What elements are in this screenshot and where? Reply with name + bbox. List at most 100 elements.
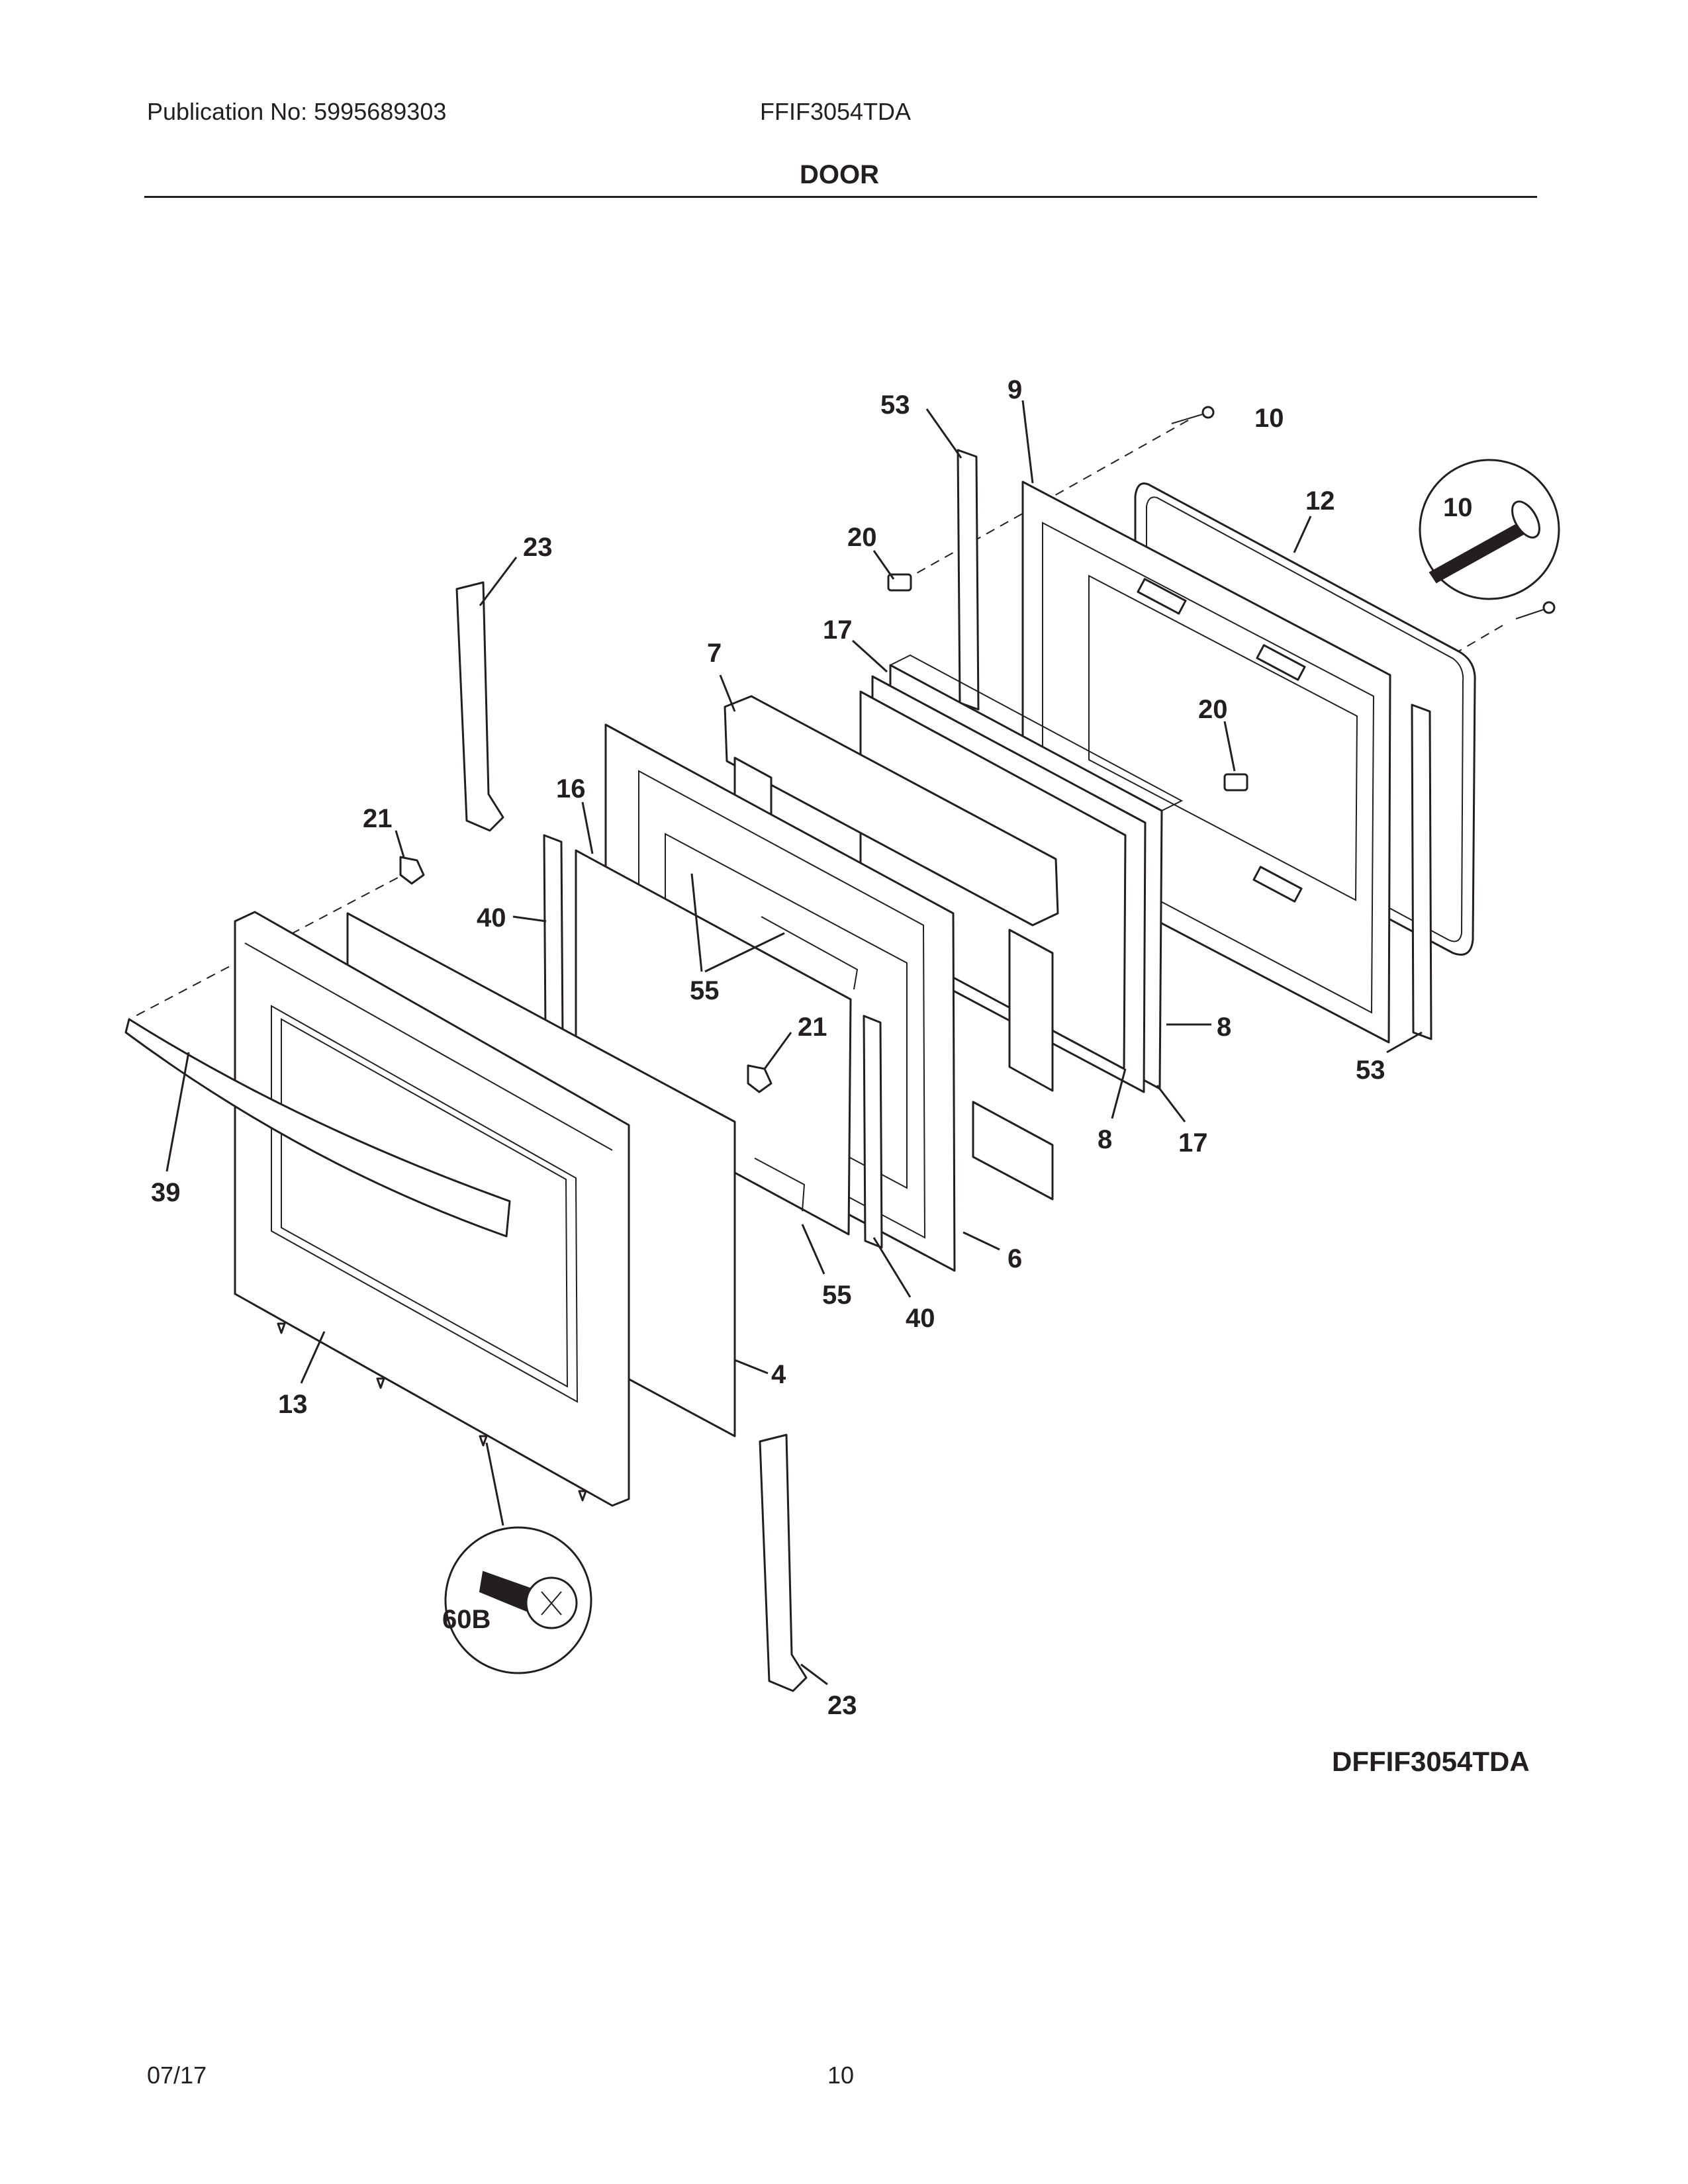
liner-window-opening	[1088, 574, 1358, 901]
door-hinge-upper	[455, 581, 504, 832]
callout: 20	[847, 523, 877, 552]
callout: 10	[1443, 493, 1473, 522]
callout: 40	[477, 903, 506, 933]
leader-line	[1156, 1085, 1186, 1122]
glass-retainer	[890, 654, 1184, 811]
leader-line	[704, 932, 785, 973]
screw	[1515, 608, 1546, 619]
liner-bracket	[1252, 866, 1303, 903]
model-number: FFIF3054TDA	[760, 98, 912, 125]
door-channel-right	[863, 1015, 883, 1249]
door-handle	[124, 1018, 511, 1238]
leader-line	[872, 550, 895, 580]
leader-line	[872, 1237, 912, 1298]
detail-screw-head	[1511, 500, 1540, 539]
insulation-top	[724, 695, 1059, 927]
callout: 53	[1356, 1056, 1385, 1085]
section-title: DOOR	[800, 160, 879, 189]
screw-head	[1542, 601, 1556, 614]
callout: 39	[151, 1178, 181, 1207]
callout: 21	[798, 1013, 827, 1042]
leader-line	[1021, 400, 1034, 484]
screw	[578, 1490, 587, 1502]
outer-door-panel	[234, 911, 630, 1507]
callout: 9	[1008, 375, 1022, 404]
leader-line	[851, 639, 888, 673]
leader-line	[485, 1442, 504, 1526]
callout: 4	[771, 1360, 786, 1389]
leader-line	[395, 830, 405, 858]
leader-line	[512, 915, 547, 923]
callout: 7	[707, 639, 722, 668]
screw-head	[1201, 406, 1215, 419]
leader-line	[734, 1359, 769, 1375]
footer-date: 07/17	[147, 2062, 207, 2089]
inner-door-liner	[1021, 480, 1391, 1044]
leader-line	[1293, 516, 1312, 553]
side-trim-left	[957, 449, 980, 711]
leader-line	[719, 674, 736, 712]
glass-clip	[761, 916, 859, 990]
diagram-identifier: DFFIF3054TDA	[1332, 1746, 1530, 1777]
glass-clip	[754, 1158, 806, 1212]
leader-line	[479, 557, 518, 606]
door-gasket-inner	[1146, 496, 1464, 942]
callout: 23	[827, 1691, 857, 1720]
callout: 13	[278, 1390, 308, 1419]
callout: 6	[1008, 1244, 1022, 1273]
screw	[376, 1377, 385, 1389]
screw	[1171, 413, 1205, 424]
callout: 60B	[442, 1605, 491, 1634]
callout: 12	[1305, 486, 1335, 516]
liner-window-frame	[1042, 522, 1375, 1014]
callout: 10	[1254, 404, 1284, 433]
door-window-frame	[271, 1005, 579, 1403]
liner-bracket	[1256, 644, 1306, 681]
header-rule	[144, 196, 1537, 198]
callout: 55	[690, 976, 720, 1005]
alignment-line	[135, 870, 412, 1017]
door-pad	[747, 1064, 773, 1093]
leader-line	[300, 1331, 326, 1384]
door-panel-top-edge	[244, 942, 613, 1151]
callout: 23	[523, 533, 553, 562]
callout: 40	[906, 1304, 935, 1333]
leader-line	[962, 1231, 1000, 1251]
detail-screw-cross	[541, 1591, 562, 1615]
leader-line	[801, 1224, 825, 1275]
inner-door-glass	[575, 849, 852, 1236]
leader-line	[1111, 1068, 1127, 1119]
leader-line	[925, 408, 962, 459]
publication-number: Publication No: 5995689303	[147, 98, 447, 125]
side-trim-right	[1411, 704, 1432, 1040]
callout: 21	[363, 804, 393, 833]
leader-line	[763, 1032, 792, 1069]
liner-bracket	[1137, 578, 1187, 615]
door-window	[281, 1018, 569, 1388]
leader-line	[800, 1663, 828, 1686]
door-hinge-lower	[759, 1433, 808, 1692]
door-slide	[1223, 773, 1248, 792]
callout: 17	[1178, 1128, 1208, 1158]
insulation-bottom	[972, 1101, 1054, 1201]
callout: 17	[823, 615, 853, 645]
screw	[479, 1435, 488, 1447]
leader-line	[1386, 1031, 1423, 1054]
leader-line	[690, 873, 703, 972]
callout: 55	[822, 1281, 852, 1310]
screw	[277, 1322, 286, 1334]
leader-line	[581, 801, 594, 854]
callout: 8	[1098, 1125, 1112, 1154]
leader-line	[165, 1052, 190, 1172]
page-number: 10	[827, 2062, 855, 2089]
insulation-right	[1008, 929, 1054, 1092]
door-channel-left	[543, 834, 564, 1040]
leader-line	[1223, 721, 1236, 772]
callout: 16	[556, 774, 586, 803]
callout: 53	[880, 390, 910, 420]
callout: 20	[1198, 695, 1228, 724]
door-pad	[399, 856, 425, 885]
callout: 8	[1217, 1013, 1231, 1042]
